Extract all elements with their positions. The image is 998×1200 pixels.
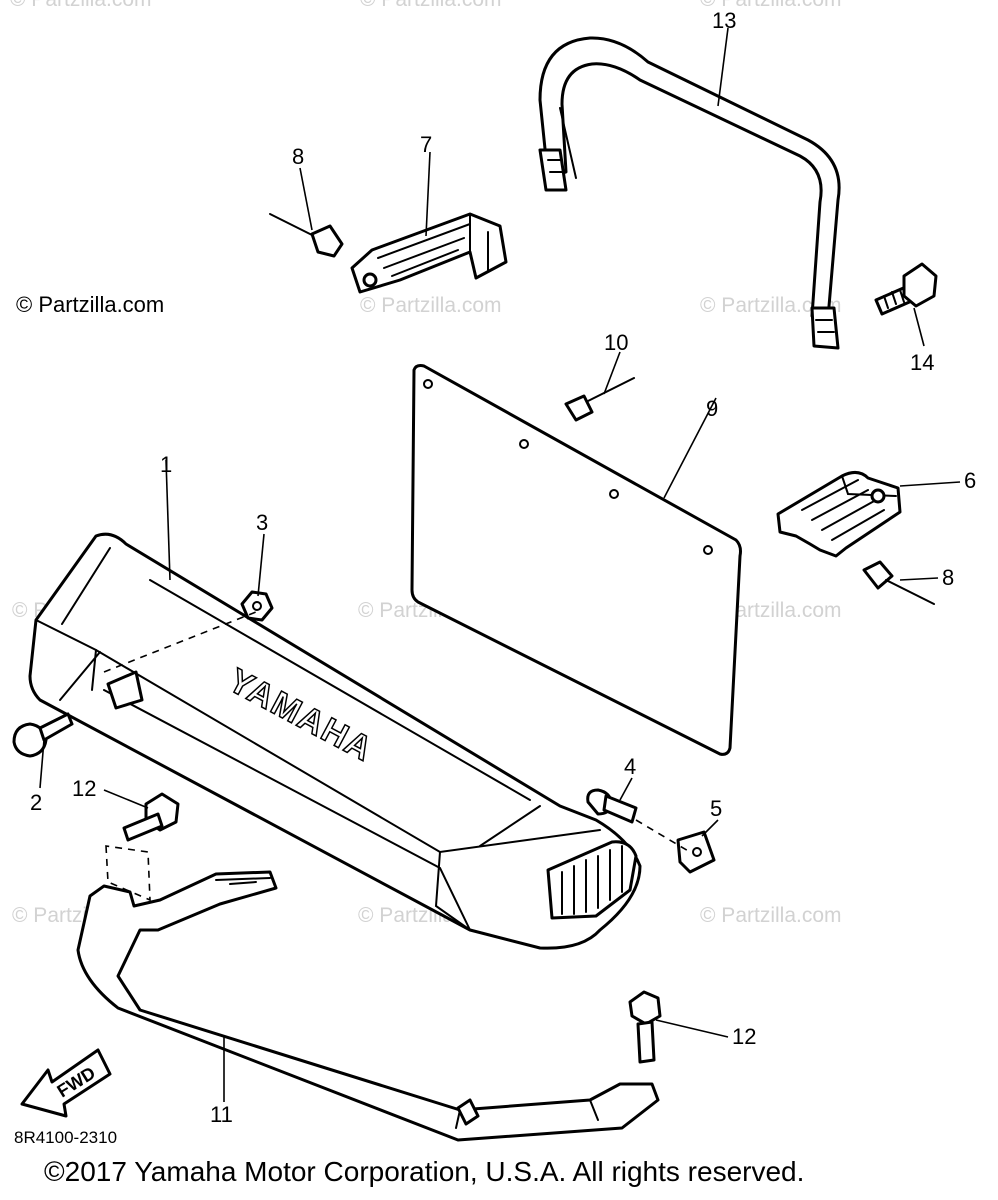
callout-9: 9 <box>706 396 718 421</box>
diagram-code: 8R4100-2310 <box>14 1128 118 1147</box>
watermark-5: © Partzilla.com <box>700 294 842 317</box>
partzilla-credit: © Partzilla.com <box>16 292 165 317</box>
forward-arrow: FWD <box>20 1048 112 1118</box>
callout-5: 5 <box>710 796 722 821</box>
watermark-11: © Partzilla.com <box>700 904 842 927</box>
screw-part-2 <box>12 712 74 758</box>
bracket-part-7 <box>350 212 508 294</box>
callout-14: 14 <box>910 350 934 375</box>
bolt-part-12-right <box>628 990 662 1064</box>
callout-8-upper: 8 <box>292 144 304 169</box>
screw-part-8-upper <box>269 213 344 258</box>
callout-13: 13 <box>712 8 736 33</box>
callout-12-left: 12 <box>72 776 96 801</box>
bolt-part-14 <box>874 262 938 316</box>
nut-part-3 <box>240 590 274 622</box>
callout-1: 1 <box>160 452 172 477</box>
callout-7: 7 <box>420 132 432 157</box>
callout-4: 4 <box>624 754 636 779</box>
grab-bar-part-13 <box>538 36 841 350</box>
clamp-part-6 <box>776 471 902 558</box>
callout-3: 3 <box>256 510 268 535</box>
callout-10: 10 <box>604 330 628 355</box>
callout-2: 2 <box>30 790 42 815</box>
callouts: 1 2 3 4 5 6 7 8 8 9 10 11 12 12 13 14 <box>30 8 976 1127</box>
callout-8-lower: 8 <box>942 565 954 590</box>
bolt-part-12-left <box>122 792 180 842</box>
callout-6: 6 <box>964 468 976 493</box>
rivet-part-10 <box>564 377 635 422</box>
watermark-1: © Partzilla.com <box>10 0 152 11</box>
screw-part-8-lower <box>862 560 935 605</box>
dashed-guides <box>103 611 691 902</box>
bolt-part-4 <box>586 788 638 824</box>
watermark-3: © Partzilla.com <box>700 0 842 11</box>
plate-panel-part-9 <box>410 364 742 756</box>
callout-11: 11 <box>210 1102 233 1127</box>
lower-bar-part-11 <box>76 870 660 1142</box>
watermark-2: © Partzilla.com <box>360 0 502 11</box>
callout-12-right: 12 <box>732 1024 756 1049</box>
watermark-4: © Partzilla.com <box>360 294 502 317</box>
copyright-notice: ©2017 Yamaha Motor Corporation, U.S.A. A… <box>44 1156 805 1187</box>
clip-nut-part-5 <box>676 830 716 874</box>
leader-lines <box>39 27 961 1102</box>
